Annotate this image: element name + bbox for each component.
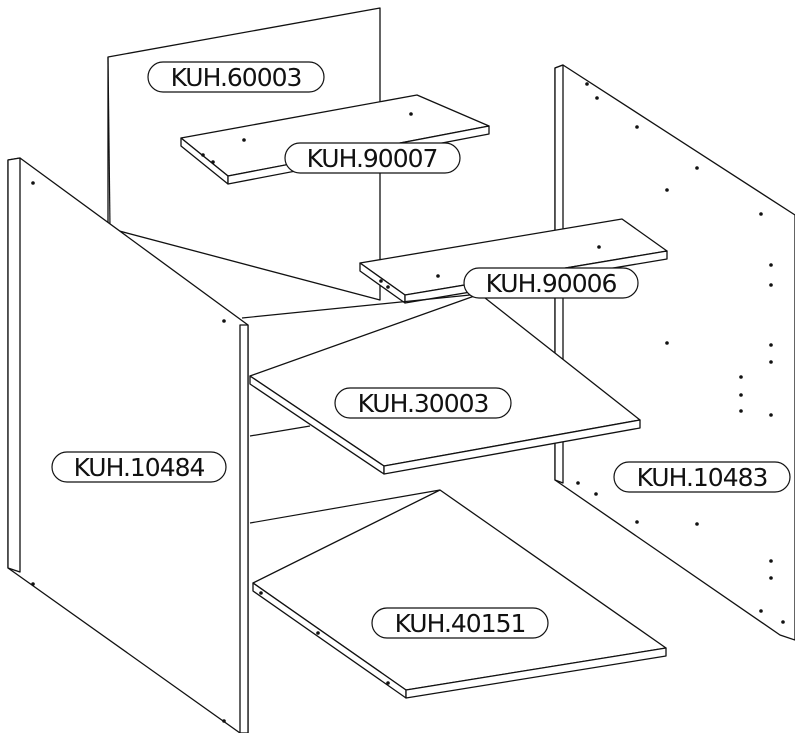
label-text-top-board: KUH.30003 [358, 389, 489, 418]
label-kuh-90006: KUH.90006 [463, 267, 639, 299]
label-kuh-60003: KUH.60003 [147, 61, 325, 93]
label-text-middle-shelf: KUH.90006 [486, 269, 617, 298]
label-text-back-panel: KUH.60003 [171, 63, 302, 92]
label-kuh-90007: KUH.90007 [284, 142, 461, 174]
left-side-panel [7, 157, 249, 733]
label-text-left-side-panel: KUH.10484 [74, 453, 205, 482]
bottom-board [252, 489, 667, 699]
label-kuh-40151: KUH.40151 [371, 607, 549, 639]
right-side-panel [554, 64, 795, 641]
top-board [249, 293, 641, 475]
label-text-bottom-board: KUH.40151 [395, 609, 526, 638]
carcass-inner-lines [241, 293, 481, 524]
label-text-upper-shelf: KUH.90007 [307, 144, 438, 173]
label-kuh-30003: KUH.30003 [334, 387, 512, 419]
label-kuh-10484: KUH.10484 [51, 451, 227, 483]
label-kuh-10483: KUH.10483 [613, 461, 791, 493]
label-text-right-side-panel: KUH.10483 [637, 463, 768, 492]
right-panel-holes [576, 82, 785, 624]
